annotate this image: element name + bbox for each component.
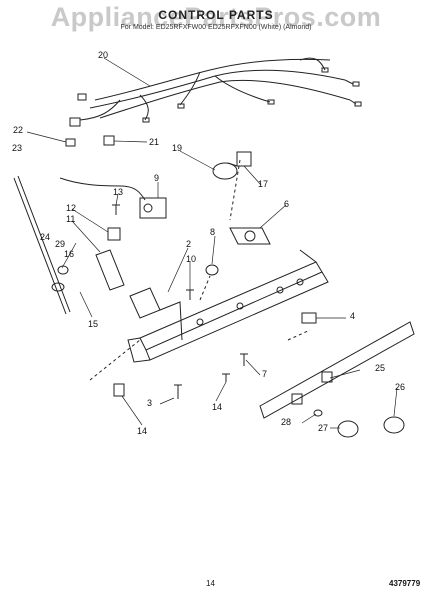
part-8-grommet (205, 264, 219, 276)
watermark: AppliancePartsPros.com (50, 2, 382, 32)
callout-13-lower: 14 (212, 402, 223, 412)
page-number: 14 (206, 579, 215, 588)
part-25-panel (259, 321, 415, 419)
part-17-socket (236, 151, 252, 167)
part-28-washer (313, 409, 323, 417)
part-7-screw (240, 353, 248, 366)
callout-22: 22 (13, 125, 24, 135)
callout-14: 14 (137, 426, 148, 436)
part-13-screw (112, 204, 120, 215)
callout-27: 27 (318, 423, 329, 433)
part-27-knob (337, 420, 359, 438)
leader-lines (26, 57, 398, 429)
part-16-bracket (95, 249, 125, 291)
callout-10: 10 (186, 254, 197, 264)
part-9-thermostat (139, 197, 167, 219)
callout-24: 24 (40, 232, 51, 242)
model-subtitle: For Model: ED25RFXFW00 ED25RFXFN00 (Whit… (120, 24, 312, 31)
part-12-cam (107, 227, 121, 241)
callout-4: 4 (350, 311, 356, 321)
callout-6: 6 (284, 199, 290, 209)
callout-19: 19 (172, 143, 183, 153)
wire-harness (69, 57, 362, 127)
callout-13: 13 (113, 187, 124, 197)
callout-25: 25 (375, 363, 386, 373)
callout-11: 11 (66, 214, 76, 224)
callout-16: 16 (64, 249, 75, 259)
part-22-clip (65, 138, 76, 147)
callout-21: 21 (149, 137, 160, 147)
part-14-clip (113, 383, 125, 397)
callout-15: 15 (88, 319, 99, 329)
callout-23: 23 (12, 143, 23, 153)
part-19-lamp (212, 162, 238, 180)
callout-17: 17 (258, 179, 269, 189)
part-2-bracket (129, 287, 161, 319)
page-title: CONTROL PARTS (158, 8, 274, 22)
callout-9: 9 (154, 173, 160, 183)
part-6-control (229, 227, 271, 245)
part-13-screw-lower (222, 373, 230, 382)
callout-12: 12 (66, 203, 77, 213)
capillary-tube (59, 177, 146, 201)
callout-2: 2 (186, 239, 192, 249)
part-4-clip (301, 312, 317, 324)
part-10-screw (186, 289, 194, 300)
callout-26: 26 (395, 382, 406, 392)
callout-8: 8 (210, 227, 216, 237)
callout-20: 20 (98, 50, 109, 60)
part-26-knob (383, 416, 405, 434)
callout-29: 29 (55, 239, 66, 249)
callout-3: 3 (147, 398, 153, 408)
part-1-housing (127, 249, 329, 363)
callout-28: 28 (281, 417, 292, 427)
part-24-knob (51, 282, 65, 292)
part-21-clip (103, 135, 115, 146)
part-3-screw (174, 384, 182, 399)
document-number: 4379779 (389, 579, 421, 588)
callout-7: 7 (262, 369, 268, 379)
part-29-knob (57, 265, 69, 275)
